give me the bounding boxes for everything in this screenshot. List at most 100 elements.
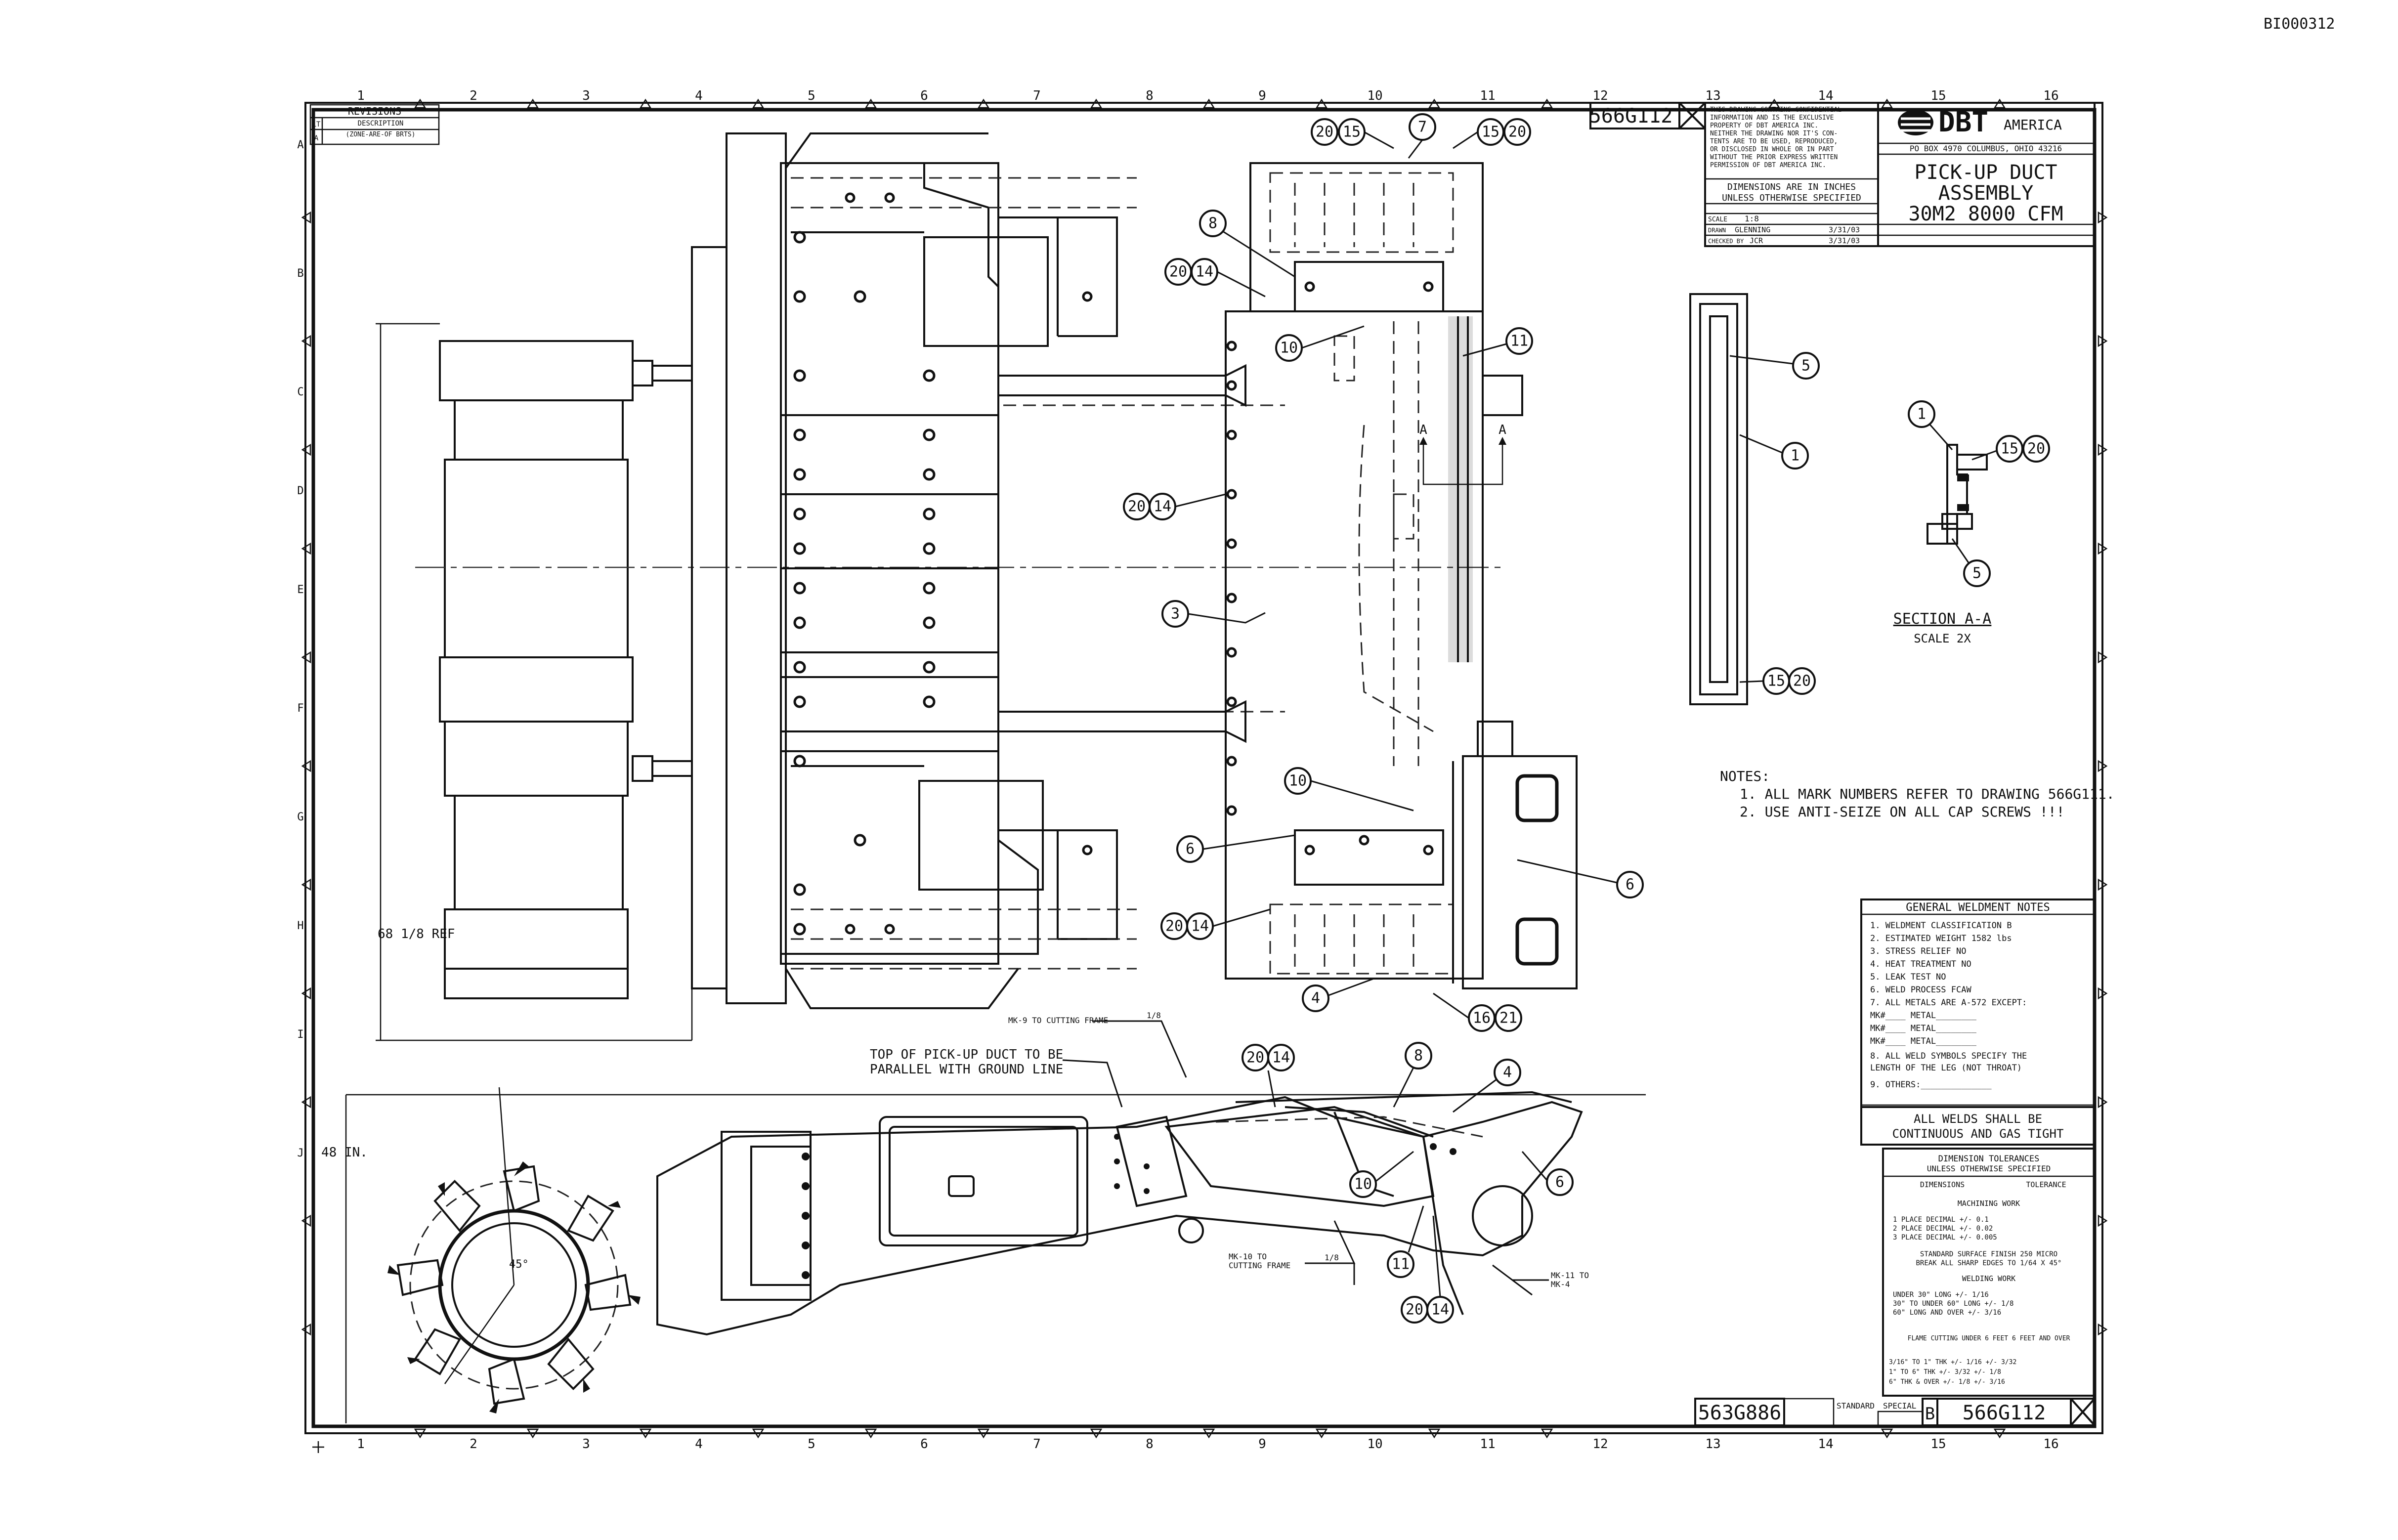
zone-col-14-bottom: 14 <box>1818 1437 1833 1452</box>
notes-heading: NOTES: <box>1720 768 1770 784</box>
svg-text:5: 5 <box>1972 565 1981 582</box>
svg-text:6: 6 <box>1626 876 1634 894</box>
weldment-notes: GENERAL WELDMENT NOTES 1. WELDMENT CLASS… <box>1860 898 2096 1146</box>
svg-text:14: 14 <box>1191 918 1209 935</box>
zone-grid-bottom: 1 2 3 4 5 6 7 8 9 10 11 12 13 14 15 16 <box>357 1437 2058 1452</box>
balloon-14-c: 14 <box>1186 912 1214 940</box>
company-name: DBT <box>1938 106 1988 138</box>
revisions-col-sub: (ZONE-ARE-OF BRTS) <box>346 131 416 138</box>
callout-top-parallel-1: TOP OF PICK-UP DUCT TO BE <box>870 1047 1063 1062</box>
balloon-1-section-a: 1 <box>1781 442 1809 470</box>
revisions-col-lt: LT <box>312 121 321 128</box>
proprietary-line-6: OR DISCLOSED IN WHOLE OR IN PART <box>1710 146 1834 153</box>
zone-row-e: E <box>297 584 303 596</box>
cutter-drum-side: 45° <box>387 1087 641 1413</box>
balloon-3-plan: 3 <box>1161 600 1189 628</box>
checked-value: JCR <box>1750 236 1763 245</box>
balloon-6-plan-b: 6 <box>1616 871 1644 898</box>
title-block: 566G112 THIS DRAWING CONTAINS CONFIDENTI… <box>1589 102 2096 1426</box>
tolerance-welding-row-2: 30" TO UNDER 60" LONG +/- 1/8 <box>1893 1300 2013 1308</box>
balloon-20-c: 20 <box>1160 912 1188 940</box>
svg-text:14: 14 <box>1196 263 1213 281</box>
balloon-14-a: 14 <box>1191 258 1218 286</box>
proprietary-line-7: WITHOUT THE PRIOR EXPRESS WRITTEN <box>1710 154 1838 161</box>
dimensions-note-1: DIMENSIONS ARE IN INCHES <box>1727 182 1856 192</box>
zone-col-9: 9 <box>1258 88 1266 103</box>
dim-68-ref-label: 68 1/8 REF <box>378 927 455 941</box>
section-detail-1 <box>1927 444 1988 545</box>
callout-weld-frame-top: MK-9 TO CUTTING FRAME <box>1008 1016 1108 1025</box>
balloon-20-top-b: 20 <box>1503 118 1531 146</box>
section-mark-a-right: A <box>1499 423 1506 437</box>
weldment-item-6: 6. WELD PROCESS FCAW <box>1870 985 1971 995</box>
svg-text:20: 20 <box>1508 124 1526 141</box>
balloon-11-side: 11 <box>1387 1250 1414 1278</box>
revisions-row-mark: A <box>314 134 319 142</box>
document-id: BI000312 <box>2264 15 2335 33</box>
weldment-footer-1: ALL WELDS SHALL BE <box>1914 1112 2042 1126</box>
drawing-title-line-2: ASSEMBLY <box>1938 182 2034 205</box>
zone-col-11-bottom: 11 <box>1480 1437 1495 1452</box>
svg-text:16: 16 <box>1473 1010 1491 1027</box>
svg-text:1: 1 <box>1791 447 1799 465</box>
approved-date: 3/31/03 <box>1829 236 1860 245</box>
zone-col-16: 16 <box>2043 88 2058 103</box>
svg-text:5: 5 <box>1801 357 1810 375</box>
weldment-item-1: 1. WELDMENT CLASSIFICATION B <box>1870 921 2012 931</box>
zone-col-12-bottom: 12 <box>1592 1437 1608 1452</box>
tolerance-flame-row-1: 3/16" TO 1" THK +/- 1/16 +/- 3/32 <box>1889 1359 2016 1366</box>
tolerance-title-1: DIMENSION TOLERANCES <box>1938 1154 2040 1164</box>
svg-text:14: 14 <box>1154 498 1171 515</box>
zone-col-8: 8 <box>1146 88 1154 103</box>
zone-row-h: H <box>297 920 303 932</box>
zone-row-i: I <box>297 1028 303 1041</box>
tolerance-machining-row-3: 3 PLACE DECIMAL +/- 0.005 <box>1893 1234 1997 1241</box>
drawing-title-line-3: 30M2 8000 CFM <box>1908 203 2063 225</box>
svg-text:4: 4 <box>1503 1064 1512 1081</box>
balloon-10-side: 10 <box>1349 1170 1377 1198</box>
drawn-date: 3/31/03 <box>1829 225 1860 234</box>
balloon-6-plan-a: 6 <box>1176 835 1204 863</box>
zone-col-6-bottom: 6 <box>920 1437 928 1452</box>
svg-text:3: 3 <box>1171 605 1180 623</box>
balloon-4-side: 4 <box>1494 1059 1521 1086</box>
tolerance-machining-row-2: 2 PLACE DECIMAL +/- 0.02 <box>1893 1225 1993 1233</box>
zone-col-4: 4 <box>695 88 703 103</box>
section-aa-scale: SCALE 2X <box>1914 632 1971 645</box>
svg-text:20: 20 <box>1793 673 1811 690</box>
callout-weld-mk11-2: MK-4 <box>1551 1280 1570 1289</box>
svg-text:6: 6 <box>1555 1174 1564 1191</box>
zone-col-4-bottom: 4 <box>695 1437 703 1452</box>
section-aa-label: SECTION A-A <box>1893 610 1992 628</box>
zone-grid-left: A B C D E F G H I J <box>297 139 303 1159</box>
proprietary-line-2: INFORMATION AND IS THE EXCLUSIVE <box>1710 114 1834 122</box>
section-cut-aa: A A <box>1419 423 1506 485</box>
zone-col-15: 15 <box>1930 88 1946 103</box>
balloon-7: 7 <box>1409 113 1436 141</box>
svg-text:20: 20 <box>1165 918 1183 935</box>
proprietary-line-5: TENTS ARE TO BE USED, REPRODUCED, <box>1710 138 1838 145</box>
zone-col-5-bottom: 5 <box>808 1437 815 1452</box>
tolerance-welding-row-1: UNDER 30" LONG +/- 1/16 <box>1893 1291 1989 1299</box>
balloon-6-side: 6 <box>1546 1168 1574 1196</box>
zone-col-2: 2 <box>470 88 477 103</box>
zone-col-10-bottom: 10 <box>1367 1437 1382 1452</box>
zone-col-13: 13 <box>1705 88 1720 103</box>
weldment-item-10: MK#____ METAL________ <box>1870 1036 1977 1046</box>
tolerance-flame-row-2: 1" TO 6" THK +/- 3/32 +/- 1/8 <box>1889 1369 2001 1376</box>
callout-weld-frame-low-1: MK-10 TO <box>1229 1252 1267 1261</box>
dim-48-in-label: 48 IN. <box>321 1145 368 1160</box>
zone-col-7-bottom: 7 <box>1033 1437 1041 1452</box>
balloon-15-top-a: 15 <box>1338 118 1366 146</box>
section-aa-view: SECTION A-A SCALE 2X <box>1689 293 1992 705</box>
weldment-item-11: 8. ALL WELD SYMBOLS SPECIFY THE <box>1870 1051 2027 1061</box>
balloon-16: 16 <box>1468 1004 1496 1032</box>
svg-text:20: 20 <box>1246 1049 1264 1067</box>
zone-col-9-bottom: 9 <box>1258 1437 1266 1452</box>
zone-row-d: D <box>297 485 303 497</box>
checked-label: CHECKED BY <box>1708 238 1744 245</box>
company-sub: AMERICA <box>2004 117 2062 133</box>
zone-row-g: G <box>297 811 303 823</box>
balloon-10-b: 10 <box>1284 767 1312 795</box>
cutter-drum-plan <box>415 340 1502 999</box>
